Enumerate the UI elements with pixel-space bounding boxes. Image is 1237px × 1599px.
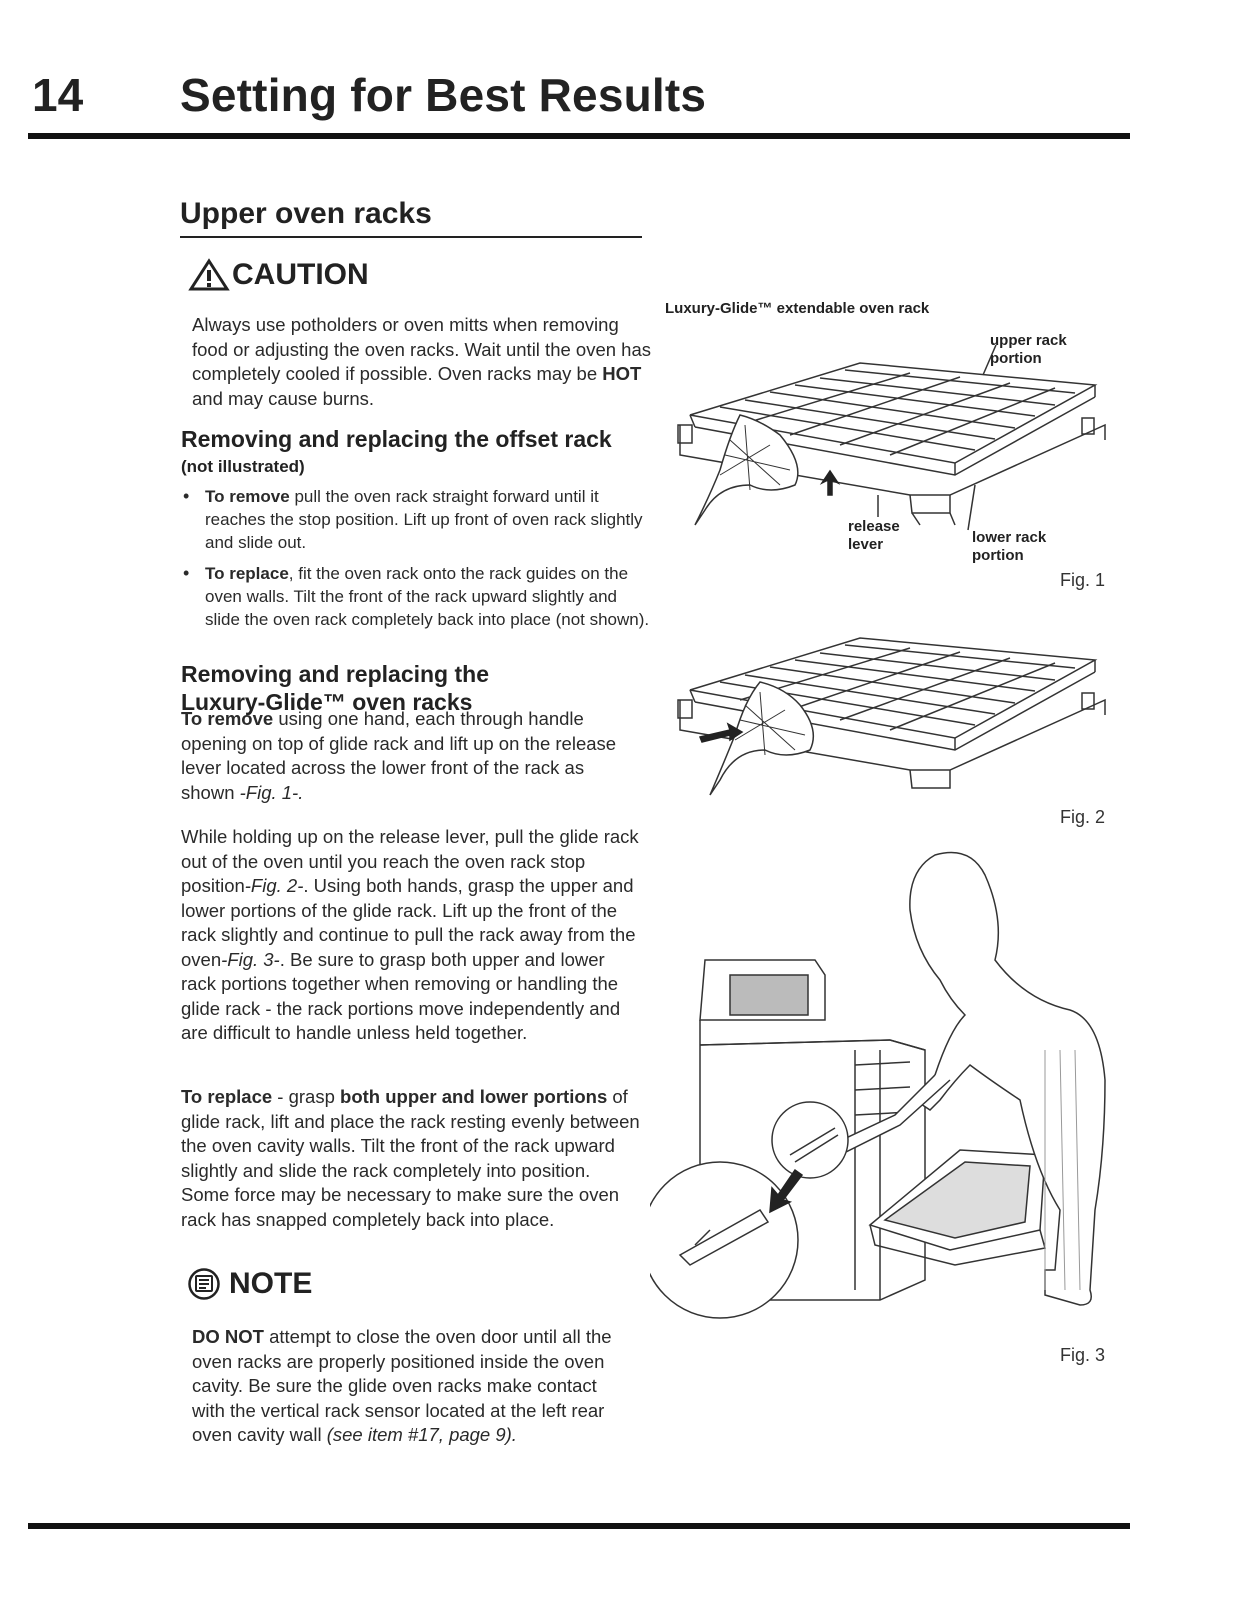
figure-1-rack-illustration [677, 345, 1106, 531]
section-underline [180, 236, 642, 238]
remove-text: using one hand, each through handle open… [181, 708, 617, 803]
hold-text-part: While holding up on the release lever, p… [181, 826, 639, 896]
remove-bold: To remove [181, 708, 274, 729]
replace-bold: both upper and lower portions [340, 1086, 608, 1107]
caution-text: Always use potholders or oven mitts when… [192, 313, 652, 411]
caution-text-part: Always use potholders or oven mitts when… [192, 314, 651, 384]
caution-text-part: and may cause burns. [192, 387, 375, 409]
figure-3-number: Fig. 3 [1060, 1345, 1106, 1365]
figure-reference: -Fig. 2- [244, 875, 304, 896]
figure-2-number: Fig. 2 [1060, 807, 1106, 827]
luxury-glide-heading-line: Removing and replacing the [181, 661, 489, 687]
section-heading: Upper oven racks [180, 197, 432, 230]
note-heading: NOTE [187, 1267, 312, 1301]
release-lever-label: release lever [848, 518, 900, 553]
caution-heading: CAUTION [188, 258, 369, 292]
bullet-bold: To replace [205, 564, 289, 583]
offset-rack-bullets: To remove pull the oven rack straight fo… [181, 485, 651, 631]
note-text-part: attempt to close the oven door until all… [192, 1326, 612, 1445]
list-item: To remove pull the oven rack straight fo… [181, 485, 651, 554]
warning-icon [188, 258, 230, 291]
upper-rack-label: upper rack portion [990, 332, 1067, 367]
figure-1-number: Fig. 1 [1060, 570, 1106, 590]
figure-3-oven-illustration [650, 851, 1106, 1319]
note-icon [188, 1268, 220, 1300]
page-number: 14 [32, 69, 84, 121]
note-bold: DO NOT [192, 1326, 264, 1347]
caution-label: CAUTION [232, 258, 369, 291]
replace-bold: To replace [181, 1086, 273, 1107]
offset-rack-subheading: (not illustrated) [181, 457, 305, 476]
luxury-glide-heading: Removing and replacing the Luxury-Glide™… [181, 660, 661, 716]
bullet-text: pull the oven rack straight forward unti… [205, 487, 643, 552]
lower-rack-label: lower rack portion [972, 529, 1047, 564]
figure-2-rack-illustration [677, 637, 1106, 796]
caution-hot-emphasis: HOT [602, 363, 642, 384]
note-label: NOTE [229, 1267, 313, 1300]
page-title: Setting for Best Results [180, 69, 707, 121]
note-page-reference: (see item #17, page 9). [326, 1424, 517, 1445]
hold-text-part: . Using both hands, grasp the upper and … [181, 875, 636, 970]
header-divider [28, 133, 1130, 139]
figure-reference: -Fig. 1-. [239, 781, 304, 803]
bullet-bold: To remove [205, 487, 290, 506]
figure-1-caption: Luxury-Glide™ extendable oven rack [665, 300, 930, 317]
replace-text-part: - grasp [272, 1086, 341, 1107]
luxury-glide-heading-line: Luxury-Glide™ oven racks [181, 689, 473, 715]
figure-reference: -Fig. 3- [221, 948, 280, 970]
hold-text-part: . Be sure to grasp both upper and lower … [181, 948, 621, 1044]
bullet-text: , fit the oven rack onto the rack guides… [205, 564, 650, 629]
luxury-glide-remove-text: To remove using one hand, each through h… [181, 707, 636, 805]
note-text: DO NOT attempt to close the oven door un… [192, 1325, 632, 1448]
footer-divider [28, 1523, 1130, 1529]
luxury-glide-hold-text: While holding up on the release lever, p… [181, 825, 643, 1046]
list-item: To replace, fit the oven rack onto the r… [181, 562, 651, 631]
offset-rack-heading: Removing and replacing the offset rack [181, 426, 612, 452]
replace-text-part: of glide rack, lift and place the rack r… [181, 1086, 640, 1230]
luxury-glide-replace-text: To replace - grasp both upper and lower … [181, 1085, 643, 1232]
